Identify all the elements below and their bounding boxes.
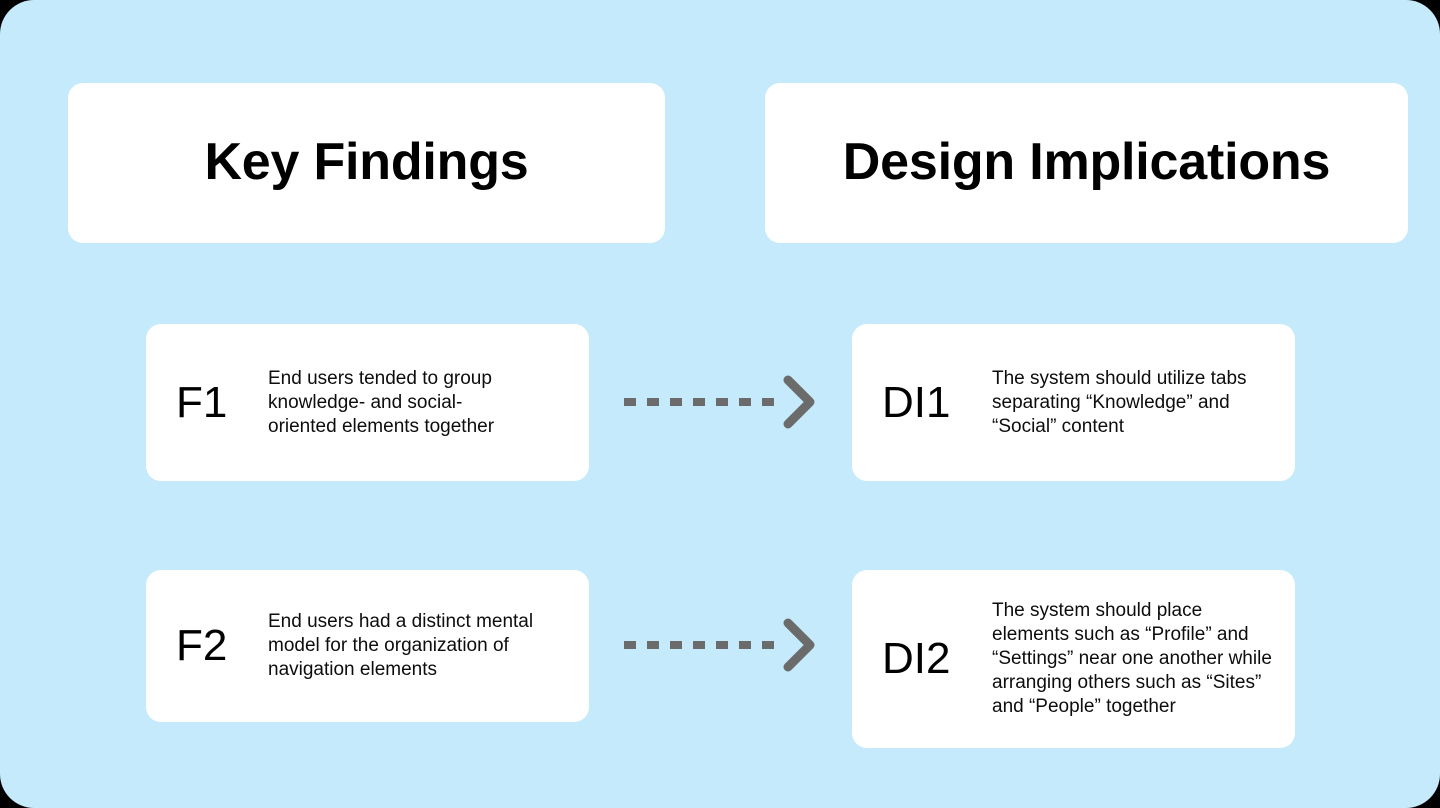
implication-card-di2: DI2 The system should place elements suc… [852, 570, 1295, 748]
finding-code: F2 [176, 621, 228, 670]
implication-card-di1: DI1 The system should utilize tabs separ… [852, 324, 1295, 481]
implication-text: The system should utilize tabs separatin… [992, 367, 1247, 437]
implication-code: DI1 [882, 377, 951, 427]
implication-code: DI2 [882, 634, 951, 683]
arrow-head [783, 618, 815, 672]
finding-text: End users had a distinct mental model fo… [268, 611, 534, 680]
arrow-head [783, 375, 815, 429]
column-header-label: Key Findings [204, 133, 529, 192]
column-header-design-implications: Design Implications [765, 83, 1408, 243]
column-header-key-findings: Key Findings [68, 83, 665, 243]
finding-text: End users tended to group knowledge- and… [268, 367, 495, 437]
implication-text: The system should place elements such as… [992, 600, 1272, 717]
dashed-arrow-right-icon [624, 618, 815, 672]
finding-card-f1: F1 End users tended to group knowledge- … [146, 324, 589, 481]
column-header-label: Design Implications [842, 133, 1331, 192]
finding-card-f2: F2 End users had a distinct mental model… [146, 570, 589, 722]
finding-code: F1 [176, 377, 228, 427]
dashed-arrow-right-icon [624, 375, 815, 429]
